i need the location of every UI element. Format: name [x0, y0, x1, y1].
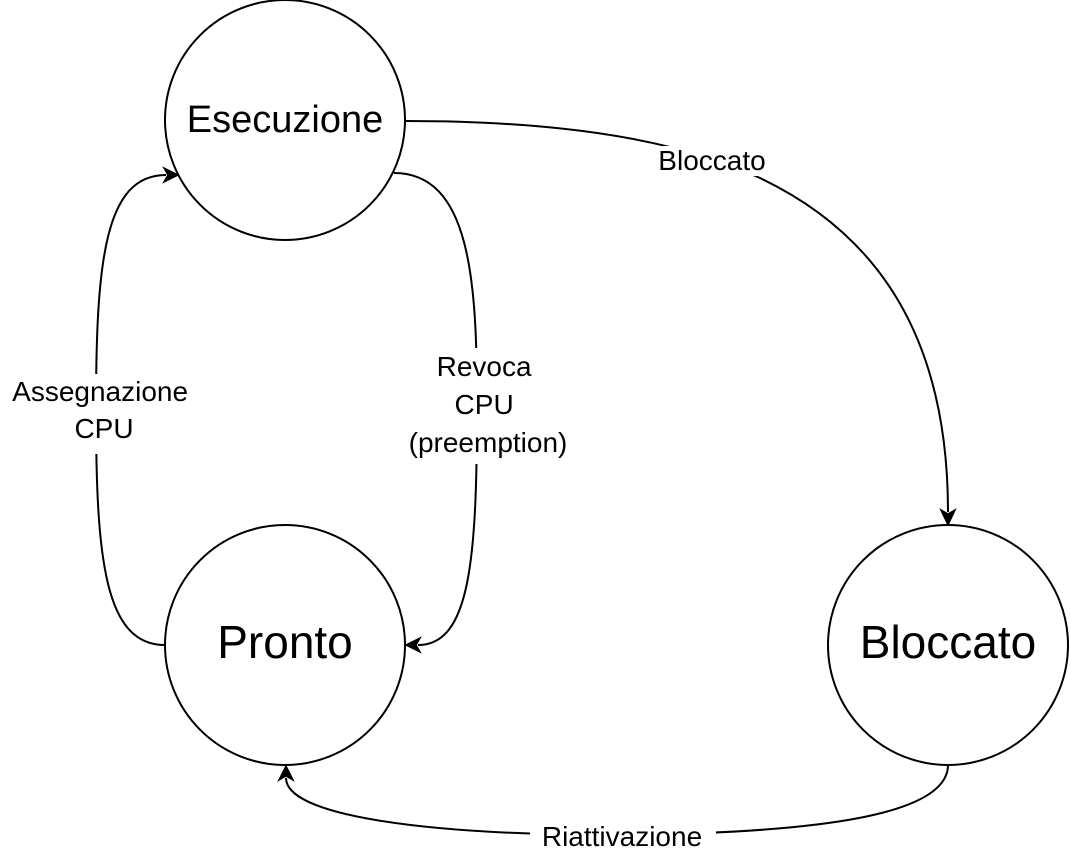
edge-label-revoke-cpu: Revoca CPU (preemption): [409, 351, 568, 458]
state-blocked-circle: [827, 524, 1069, 766]
edge-ready-to-execution-arrow-icon: [162, 166, 180, 184]
edge-blocked-to-ready: Riattivazione: [277, 764, 949, 854]
state-ready-label: Pronto: [217, 616, 353, 668]
edge-execution-to-blocked-label-bg: [648, 146, 776, 176]
edge-ready-to-execution-label-bg: [4, 374, 180, 454]
state-ready-circle: [164, 524, 406, 766]
edge-label-revoke-line2: CPU: [455, 389, 514, 420]
state-execution-circle: [164, 0, 406, 241]
edge-ready-to-execution: Assegnazione CPU: [4, 166, 196, 646]
edge-label-reactivation: Riattivazione: [542, 821, 702, 852]
edge-label-revoke-line1: Revoca: [437, 351, 532, 382]
state-ready: Pronto: [164, 524, 406, 766]
edge-label-assign-cpu: Assegnazione CPU: [12, 376, 196, 444]
state-execution: Esecuzione: [164, 0, 406, 241]
state-execution-label: Esecuzione: [187, 99, 383, 141]
edge-blocked-to-ready-label-bg: [530, 820, 716, 854]
state-blocked: Bloccato: [827, 524, 1069, 766]
edge-label-blocked: Bloccato: [658, 145, 765, 176]
edge-label-assign-line2: CPU: [74, 413, 133, 444]
edge-blocked-to-ready-arrow-icon: [277, 764, 295, 782]
edge-execution-to-ready-label-bg: [396, 348, 580, 464]
edge-execution-to-blocked-arrow-icon: [939, 508, 957, 527]
edge-execution-to-blocked-line: [405, 120, 949, 513]
edge-execution-to-ready-arrow-icon: [404, 636, 422, 654]
edge-label-assign-line1: Assegnazione: [12, 376, 188, 407]
edge-execution-to-ready: Revoca CPU (preemption): [393, 172, 580, 654]
edge-label-revoke-line3: (preemption): [409, 427, 568, 458]
state-blocked-label: Bloccato: [860, 616, 1036, 668]
edge-execution-to-blocked: Bloccato: [405, 120, 957, 527]
